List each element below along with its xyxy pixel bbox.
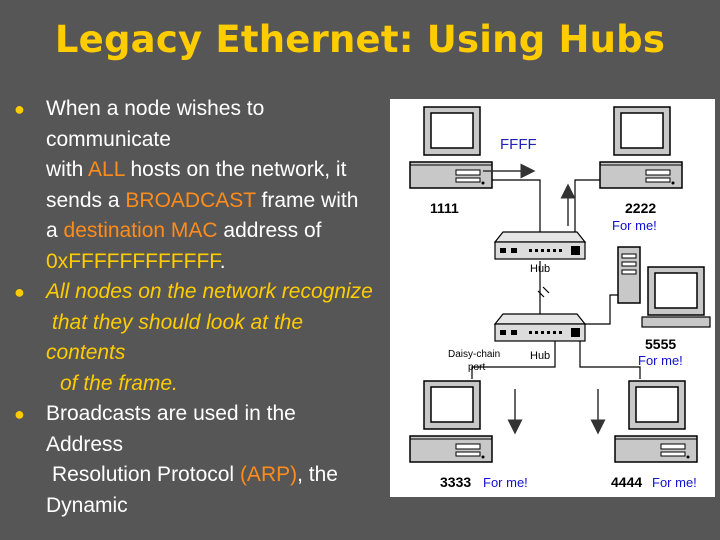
- bullet-2-line-3: contents: [14, 338, 404, 369]
- label-4444: 4444: [611, 474, 642, 490]
- bullet-text: that they should look at the: [52, 310, 304, 334]
- label-hub-1: Hub: [530, 263, 550, 275]
- bullet-text: communicate: [46, 127, 171, 151]
- computer-3333-icon: [409, 380, 493, 463]
- bullet-dot-icon: ●: [14, 99, 25, 119]
- bullet-text: hosts on the network, it: [124, 158, 347, 181]
- hub-2-icon: [494, 313, 586, 342]
- bullet-1-line-4: sends a BROADCAST frame with: [14, 186, 404, 217]
- bullet-text: Broadcasts are used in the: [46, 402, 296, 425]
- bullet-1-line-3: with ALL hosts on the network, it: [14, 155, 404, 186]
- bullet-text: of the frame.: [60, 371, 178, 395]
- label-for-me-5555: For me!: [638, 353, 683, 368]
- bullet-2-line-4: of the frame.: [14, 369, 404, 400]
- highlight-hex-prefix: 0x: [46, 249, 69, 273]
- bullet-dot-icon: ●: [14, 282, 25, 302]
- highlight-destination-mac: destination MAC: [63, 219, 218, 242]
- bullet-3-line-3: Resolution Protocol (ARP), the: [14, 460, 404, 491]
- label-daisy-chain: Daisy-chain: [448, 349, 500, 360]
- bullet-text: , the: [297, 463, 338, 486]
- label-hub-2: Hub: [530, 350, 550, 362]
- bullet-text: sends a: [46, 188, 126, 212]
- bullet-text: contents: [46, 341, 126, 364]
- highlight-broadcast: BROADCAST: [125, 188, 256, 212]
- computer-5555-icon: [617, 246, 711, 328]
- computer-4444-icon: [614, 380, 698, 463]
- bullet-1-line-2: communicate: [14, 125, 404, 156]
- hub-1-icon: [494, 231, 586, 260]
- bullet-3-line-4: Dynamic: [14, 491, 404, 522]
- bullet-text: Address: [46, 432, 124, 456]
- computer-1111-icon: [409, 106, 493, 189]
- bullet-1-line-1: ● When a node wishes to: [14, 94, 404, 125]
- bullet-text: Dynamic: [46, 493, 128, 517]
- cable-break-icon: [537, 286, 550, 298]
- bullet-text: frame with: [255, 188, 359, 212]
- computer-2222-icon: [599, 106, 683, 189]
- highlight-all: ALL: [88, 158, 125, 181]
- slide-title: Legacy Ethernet: Using Hubs: [54, 18, 666, 61]
- bullet-text: When a node wishes to: [46, 97, 265, 120]
- bullet-2-line-2: that they should look at the: [14, 308, 404, 339]
- highlight-broadcast-address: FFFFFFFFFFFF: [68, 249, 220, 273]
- label-ffff: FFFF: [500, 136, 537, 153]
- bullet-3-line-1: ● Broadcasts are used in the: [14, 399, 404, 430]
- label-5555: 5555: [645, 336, 676, 352]
- bullet-text: Resolution Protocol: [52, 463, 240, 486]
- bullet-text: .: [219, 249, 226, 273]
- bullet-1-line-5: a destination MAC address of: [14, 216, 404, 247]
- bullet-text: with: [46, 158, 89, 181]
- label-for-me-3333: For me!: [483, 475, 528, 490]
- bullet-list: ● When a node wishes to communicate with …: [14, 94, 404, 521]
- bullet-text: address of: [217, 219, 322, 242]
- label-port: port: [468, 362, 485, 373]
- label-1111: 1111: [430, 200, 459, 216]
- label-for-me-2222: For me!: [612, 218, 657, 233]
- label-3333: 3333: [440, 474, 471, 490]
- bullet-2-line-1: ● All nodes on the network recognize: [14, 277, 404, 308]
- label-2222: 2222: [625, 200, 656, 216]
- bullet-dot-icon: ●: [14, 404, 25, 424]
- bullet-3-line-2: Address: [14, 430, 404, 461]
- label-for-me-4444: For me!: [652, 475, 697, 490]
- hub-network-diagram: FFFF 1111 2222 For me! Hub Hub Daisy-cha…: [390, 99, 715, 497]
- highlight-arp: (ARP): [239, 463, 298, 486]
- bullet-1-line-6: 0xFFFFFFFFFFFF.: [14, 247, 404, 278]
- bullet-text: All nodes on the network recognize: [46, 280, 373, 303]
- bullet-text: a: [46, 219, 64, 242]
